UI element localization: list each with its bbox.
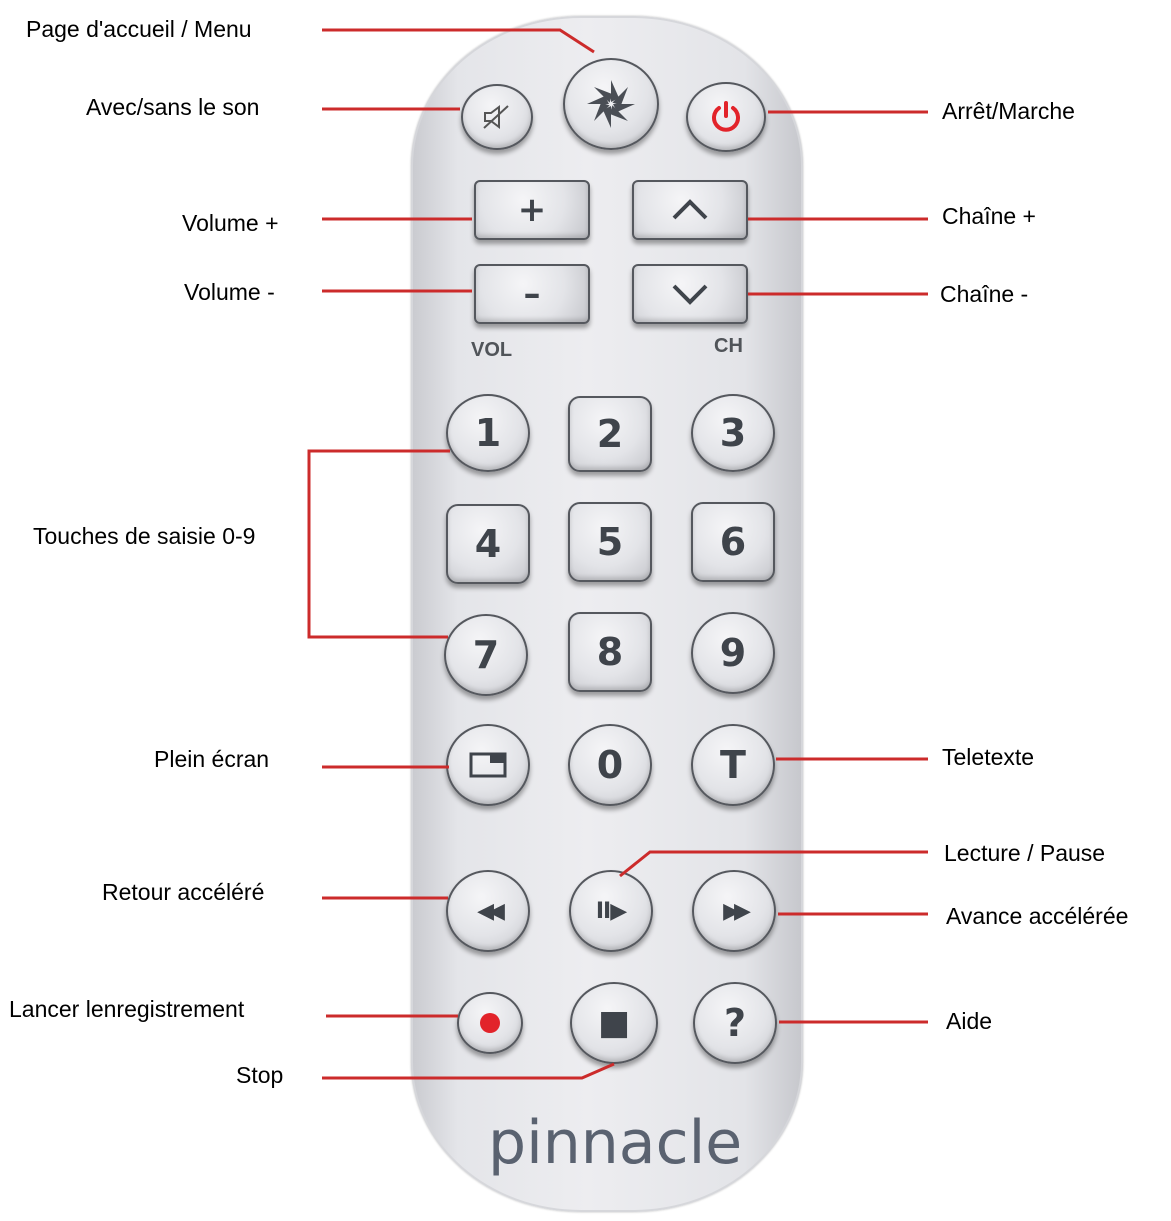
digit-2-button[interactable]: 2 — [568, 396, 652, 472]
stop-button[interactable]: ■ — [570, 982, 658, 1064]
play-pause-button[interactable]: II▶ — [569, 870, 653, 952]
fullscreen-button[interactable] — [446, 724, 530, 806]
callout-channel-up: Chaîne + — [942, 203, 1036, 229]
stop-icon: ■ — [597, 1003, 631, 1043]
callout-fullscreen: Plein écran — [154, 746, 270, 772]
menu-button[interactable] — [563, 58, 659, 150]
power-button[interactable] — [686, 82, 766, 152]
digit-2-label: 2 — [596, 412, 624, 456]
chevron-up-icon — [672, 199, 708, 220]
callout-play-pause: Lecture / Pause — [944, 840, 1106, 866]
digit-9-label: 9 — [719, 631, 747, 675]
play-pause-icon: II▶ — [595, 898, 627, 924]
teletext-button[interactable]: T — [691, 724, 775, 806]
digit-4-button[interactable]: 4 — [446, 504, 530, 584]
volume-down-button[interactable]: – — [474, 264, 590, 324]
digit-7-label: 7 — [472, 633, 500, 677]
callout-stop: Stop — [236, 1062, 284, 1088]
digit-1-label: 1 — [474, 411, 502, 455]
digit-4-label: 4 — [474, 522, 502, 566]
callout-volume-down: Volume - — [184, 279, 275, 305]
volume-up-button[interactable]: + — [474, 180, 590, 240]
digit-8-label: 8 — [596, 630, 624, 674]
callout-rewind: Retour accéléré — [102, 879, 265, 905]
callout-volume-up: Volume + — [182, 210, 279, 236]
digit-3-button[interactable]: 3 — [691, 394, 775, 472]
record-dot-icon — [480, 1013, 500, 1033]
callout-digits: Touches de saisie 0-9 — [33, 523, 256, 549]
callout-teletext: Teletexte — [942, 744, 1035, 770]
pinnacle-flower-icon — [587, 80, 635, 128]
vol-section-label: VOL — [471, 339, 513, 361]
callout-channel-down: Chaîne - — [940, 281, 1029, 307]
digit-1-button[interactable]: 1 — [446, 394, 530, 472]
callout-record: Lancer lenregistrement — [9, 996, 245, 1022]
callout-fast-forward: Avance accélérée — [946, 903, 1129, 929]
callout-line-menu — [322, 28, 595, 54]
channel-up-button[interactable] — [632, 180, 748, 240]
speaker-muted-icon — [483, 105, 509, 129]
digit-0-button[interactable]: 0 — [568, 724, 652, 806]
digit-9-button[interactable]: 9 — [691, 612, 775, 694]
callout-home-menu: Page d'accueil / Menu — [26, 16, 252, 42]
callout-line-stop — [322, 1062, 615, 1080]
power-icon — [712, 101, 740, 132]
teletext-label: T — [720, 743, 746, 787]
digit-7-button[interactable]: 7 — [444, 614, 528, 696]
digit-5-label: 5 — [596, 520, 624, 564]
mute-button[interactable] — [461, 84, 533, 150]
brand-logo: pinnacle — [488, 1108, 743, 1178]
digit-6-button[interactable]: 6 — [691, 502, 775, 582]
help-label: ? — [723, 1001, 747, 1045]
digit-8-button[interactable]: 8 — [568, 612, 652, 692]
chevron-down-icon — [672, 284, 708, 305]
callout-line-play-pause — [619, 850, 928, 878]
record-button[interactable] — [457, 992, 523, 1054]
digit-5-button[interactable]: 5 — [568, 502, 652, 582]
digit-6-label: 6 — [719, 520, 747, 564]
callout-mute: Avec/sans le son — [86, 94, 260, 120]
digit-3-label: 3 — [719, 411, 747, 455]
digit-0-label: 0 — [596, 743, 624, 787]
fast-forward-button[interactable]: ▶▶ — [692, 870, 776, 952]
rewind-button[interactable]: ◀◀ — [446, 870, 530, 952]
callout-help: Aide — [946, 1008, 993, 1034]
help-button[interactable]: ? — [693, 982, 777, 1064]
callout-power: Arrêt/Marche — [942, 98, 1075, 124]
ch-section-label: CH — [714, 335, 743, 357]
channel-down-button[interactable] — [632, 264, 748, 324]
fullscreen-window-icon — [469, 752, 507, 778]
callout-line-digits — [307, 449, 450, 639]
volume-down-label: – — [523, 274, 541, 314]
volume-up-label: + — [517, 190, 547, 230]
